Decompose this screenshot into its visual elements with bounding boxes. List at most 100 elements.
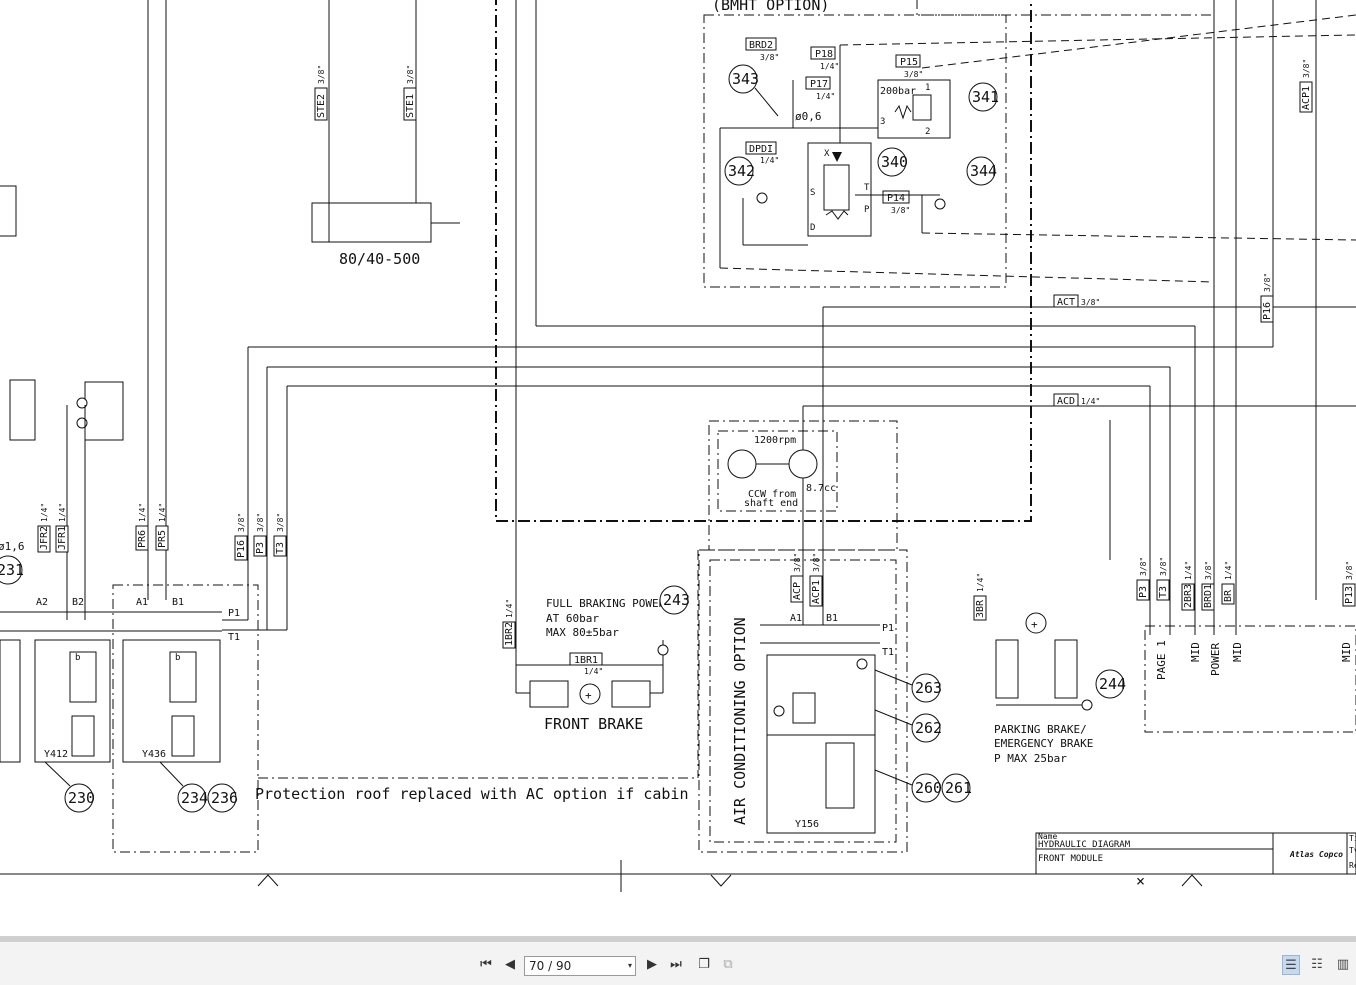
svg-text:P14: P14 bbox=[887, 193, 905, 204]
svg-text:3: 3 bbox=[880, 117, 885, 127]
svg-text:P3: P3 bbox=[1138, 586, 1149, 598]
component-number-343: 343 bbox=[728, 64, 759, 94]
front-brake-label: FRONT BRAKE bbox=[544, 715, 643, 733]
svg-text:3/8": 3/8" bbox=[406, 65, 415, 84]
hose-tag-p15: P15 3/8" bbox=[895, 54, 923, 79]
svg-text:PR5: PR5 bbox=[157, 530, 168, 548]
svg-text:1/4": 1/4" bbox=[138, 503, 147, 522]
hose-tag-br: BR 1/4" bbox=[1221, 561, 1235, 605]
svg-text:261: 261 bbox=[945, 779, 972, 797]
hose-tag-jfr1: JFR1 1/4" bbox=[55, 503, 69, 553]
svg-text:shaft end: shaft end bbox=[744, 498, 798, 509]
hose-tag-p13: P13 3/8" bbox=[1342, 561, 1356, 607]
hose-tag-1br2: 1BR2 1/4" bbox=[502, 599, 516, 649]
svg-text:ACP1: ACP1 bbox=[811, 580, 822, 604]
svg-text:1/4": 1/4" bbox=[1224, 561, 1233, 580]
svg-text:MID: MID bbox=[1189, 642, 1202, 662]
svg-text:ACT: ACT bbox=[1057, 297, 1075, 308]
next-page-icon[interactable]: ▶ bbox=[647, 957, 657, 972]
svg-text:1/4": 1/4" bbox=[760, 156, 779, 165]
bmht-inner-border bbox=[703, 14, 1007, 288]
svg-text:PAGE 1: PAGE 1 bbox=[1155, 640, 1168, 680]
svg-text:230: 230 bbox=[68, 789, 95, 807]
svg-text:3/8": 3/8" bbox=[1302, 59, 1311, 78]
svg-text:CCW from: CCW from bbox=[748, 489, 796, 500]
svg-text:1/4": 1/4" bbox=[505, 599, 514, 618]
svg-text:1/4": 1/4" bbox=[158, 503, 167, 522]
svg-text:231: 231 bbox=[0, 561, 24, 579]
component-number-261: 261 bbox=[941, 773, 972, 803]
svg-text:PARKING BRAKE/: PARKING BRAKE/ bbox=[994, 723, 1087, 736]
rotate-icon[interactable]: ⧉ bbox=[723, 957, 733, 972]
hose-tag-3br: 3BR 1/4" bbox=[973, 573, 987, 621]
svg-text:3/8": 3/8" bbox=[317, 65, 326, 84]
component-number-260: 260 bbox=[911, 773, 942, 803]
svg-text:PR6: PR6 bbox=[137, 530, 148, 548]
hose-tag-p14: P14 3/8" bbox=[882, 190, 910, 215]
page-number-field[interactable]: 70 / 90 ▾ bbox=[524, 956, 636, 976]
svg-text:341: 341 bbox=[972, 88, 999, 106]
svg-text:P3: P3 bbox=[255, 542, 266, 554]
svg-text:3/8": 3/8" bbox=[1139, 557, 1148, 576]
parking-brake-spring-right bbox=[1054, 639, 1078, 699]
title-block: Name HYDRAULIC DIAGRAM FRONT MODULE Atla… bbox=[1035, 832, 1356, 875]
chevron-down-icon[interactable]: ▾ bbox=[627, 961, 632, 970]
svg-text:D: D bbox=[810, 223, 815, 233]
svg-text:3/8": 3/8" bbox=[1345, 561, 1354, 580]
hose-tag-p18: P18 1/4" bbox=[810, 46, 839, 71]
svg-text:BRD1: BRD1 bbox=[1203, 584, 1214, 608]
svg-text:T1: T1 bbox=[882, 647, 894, 658]
svg-text:1/4": 1/4" bbox=[1081, 397, 1100, 406]
svg-text:FRONT MODULE: FRONT MODULE bbox=[1038, 854, 1103, 864]
svg-text:EMERGENCY BRAKE: EMERGENCY BRAKE bbox=[994, 737, 1093, 750]
svg-text:X: X bbox=[824, 149, 830, 159]
hose-tag-t3-left: T3 3/8" bbox=[273, 513, 287, 557]
first-page-icon[interactable]: ⏮ bbox=[480, 957, 492, 972]
component-number-231: 231 bbox=[0, 555, 24, 585]
svg-text:STE1: STE1 bbox=[405, 94, 416, 118]
hose-tag-ste2: STE2 3/8" bbox=[314, 65, 328, 121]
svg-text:b: b bbox=[75, 653, 80, 663]
svg-text:S: S bbox=[810, 188, 815, 198]
parking-brake-spring-left bbox=[995, 639, 1019, 699]
hose-tag-brd1: BRD1 3/8" bbox=[1201, 561, 1215, 611]
svg-text:B1: B1 bbox=[172, 597, 184, 608]
svg-text:P: P bbox=[864, 205, 870, 215]
svg-text:1BR2: 1BR2 bbox=[504, 622, 515, 646]
svg-text:3/8": 3/8" bbox=[237, 513, 246, 532]
hose-tag-brd2: BRD2 3/8" bbox=[745, 37, 779, 62]
svg-text:Ti: Ti bbox=[1349, 834, 1356, 843]
hose-tag-acp: ACP 3/8" bbox=[790, 553, 804, 603]
svg-text:ACP1: ACP1 bbox=[1301, 86, 1312, 110]
svg-text:3/8": 3/8" bbox=[1263, 273, 1272, 292]
svg-text:263: 263 bbox=[915, 679, 942, 697]
svg-text:244: 244 bbox=[1099, 675, 1126, 693]
svg-text:260: 260 bbox=[915, 779, 942, 797]
svg-text:HYDRAULIC DIAGRAM: HYDRAULIC DIAGRAM bbox=[1038, 840, 1131, 850]
svg-text:342: 342 bbox=[728, 162, 755, 180]
single-page-view-icon[interactable]: ☰ bbox=[1282, 955, 1300, 975]
hose-tag-2br3: 2BR3 1/4" bbox=[1181, 561, 1195, 611]
svg-text:3/8": 3/8" bbox=[1081, 298, 1100, 307]
fit-width-icon[interactable]: ❐ bbox=[698, 957, 710, 972]
svg-text:3/8": 3/8" bbox=[1204, 561, 1213, 580]
svg-text:1: 1 bbox=[925, 83, 930, 93]
svg-text:JFR2: JFR2 bbox=[39, 526, 50, 550]
hydraulic-diagram: (BMHT OPTION) 80/40-500 STE2 3/8" STE1 3… bbox=[0, 0, 1356, 892]
cylinder-label: 80/40-500 bbox=[339, 250, 420, 268]
svg-text:+: + bbox=[1031, 618, 1038, 631]
facing-pages-view-icon[interactable]: ▥ bbox=[1336, 957, 1350, 972]
svg-text:1/4": 1/4" bbox=[58, 503, 67, 522]
previous-page-icon[interactable]: ◀ bbox=[505, 957, 515, 972]
continuous-view-icon[interactable]: ☷ bbox=[1311, 957, 1323, 972]
component-number-262: 262 bbox=[911, 713, 942, 743]
last-page-icon[interactable]: ⏭ bbox=[670, 957, 682, 972]
svg-text:T: T bbox=[864, 183, 870, 193]
svg-text:×: × bbox=[1136, 872, 1145, 890]
svg-text:ACP: ACP bbox=[792, 582, 803, 600]
component-number-341: 341 bbox=[968, 82, 999, 112]
svg-text:3/8": 3/8" bbox=[1159, 557, 1168, 576]
svg-text:1/4": 1/4" bbox=[816, 92, 835, 101]
ac-option-label: AIR CONDITIONING OPTION bbox=[731, 617, 749, 825]
svg-text:3/8": 3/8" bbox=[276, 513, 285, 532]
